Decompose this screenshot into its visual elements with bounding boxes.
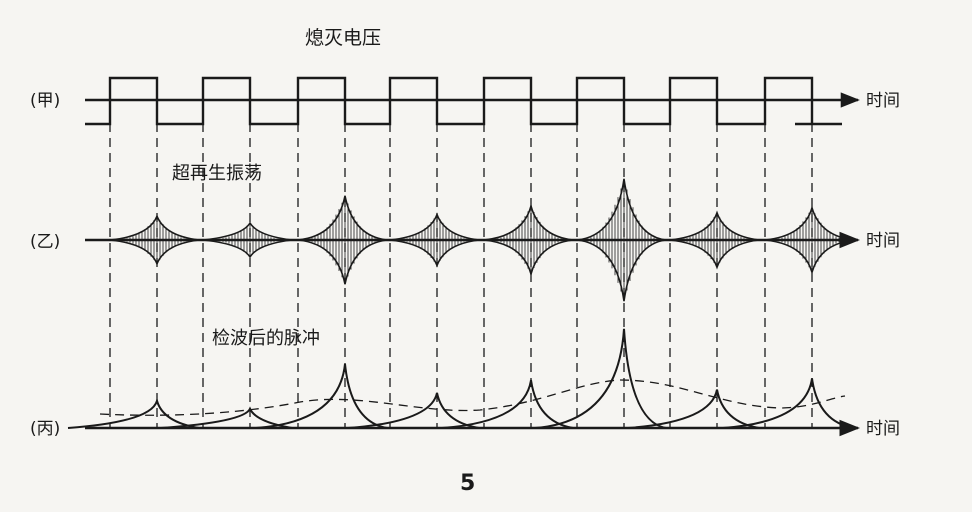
quench-square-wave [85,76,842,126]
detected-pulse-2 [160,406,293,429]
detected-pulse-3 [255,363,388,429]
row-label-a: (甲) [30,91,60,111]
detected-pulse-7 [627,389,760,429]
detected-pulse-4 [347,392,480,429]
time-axis-label-b: 时间 [866,231,900,251]
time-axis-label-a: 时间 [866,91,900,111]
time-axis-label-c: 时间 [866,419,900,439]
detected-pulse-5 [441,379,574,429]
detected-pulse-8 [722,378,855,429]
quench-voltage-title: 熄灭电压 [305,27,381,49]
row-label-b: (乙) [30,232,60,252]
detected-pulse-6 [534,328,667,429]
detected-pulse-1 [67,397,200,429]
vertical-guide-lines [109,78,813,428]
detected-pulses [67,328,855,429]
figure-number: 5 [460,471,475,496]
average-envelope-dashed [99,379,846,416]
detected-pulse-label: 检波后的脉冲 [212,328,320,349]
super-regen-label: 超再生振荡 [172,163,262,184]
row-label-c: (丙) [30,419,60,439]
